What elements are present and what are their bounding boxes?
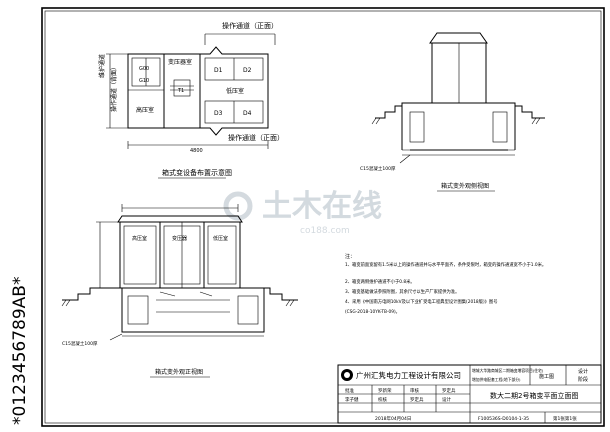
note-5: (CSG-2018-10YK-TB-09)。: [345, 309, 400, 315]
plan-left-label: 操作通道（背面）: [110, 64, 118, 112]
inner-frame: [44, 10, 602, 424]
svg-text:变压器: 变压器: [172, 235, 187, 242]
plan-bottom-label: 操作通道（正面）: [228, 133, 284, 142]
name-check: 罗定兵: [410, 396, 424, 403]
transformer-symbol: [173, 79, 191, 97]
notes-block: 注： 1、箱变前面宽留有1.5米以上的操作通道并与水平平面齐，条件受限时，箱变的…: [345, 253, 546, 315]
front-view: 高压室 变压器 低压室 C15混凝土100厚 箱式变外观正视图: [61, 204, 298, 378]
d3-label: D3: [214, 110, 223, 117]
name-designer: 李子健: [345, 396, 359, 403]
d2-label: D2: [243, 67, 252, 74]
svg-text:低压室: 低压室: [213, 235, 228, 242]
design-stage: 阶段: [578, 376, 588, 383]
plan-title: 箱式变设备布置示意图: [162, 168, 232, 177]
drawing-title: 数大二期2号箱变平面立面图: [490, 391, 578, 400]
d4-label: D4: [243, 110, 252, 117]
plan-dim-total: 4800: [190, 148, 203, 154]
transformer-room-label: 变压器室: [168, 58, 192, 66]
role-design: 设计: [442, 396, 451, 403]
front-foundation: [121, 287, 265, 333]
note-2: 2、箱变两侧维护通道不小于0.8米。: [345, 278, 415, 285]
side-title: 箱式变外观侧视图: [441, 182, 489, 190]
note-1: 1、箱变前面宽留有1.5米以上的操作通道并与水平平面齐，条件受限时，箱变的操作通…: [345, 261, 546, 268]
hv-room-label: 高压室: [136, 106, 154, 114]
project-line2: 增加供电配套工程(地下部分): [472, 377, 521, 382]
svg-text:高压室: 高压室: [132, 235, 147, 242]
note-3: 3、箱变基础做法参照附图，其余尺寸以生产厂家提供为准。: [345, 288, 459, 295]
plan-outline: [127, 46, 269, 136]
sheet-number: 第1张第1张: [553, 415, 577, 422]
front-body: [119, 221, 241, 289]
outer-frame: [41, 7, 605, 427]
design-label: 设计: [578, 368, 588, 375]
front-title: 箱式变外观正视图: [155, 368, 203, 376]
plan-view: 操作通道（正面） G00 G10 高压室 变压器室 T1 D1 D2 低压室 D…: [98, 21, 284, 179]
side-barcode-text: *0123456789AB*: [10, 277, 30, 425]
watermark-sub: co188.com: [300, 226, 350, 236]
role-check: 校核: [378, 396, 387, 403]
watermark-main: 土木在线: [262, 189, 382, 224]
d1-label: D1: [214, 67, 223, 74]
front-note: C15混凝土100厚: [62, 340, 98, 347]
plan-left-label-2: 维护通道: [98, 54, 106, 78]
project-line1: 增城大华路商城区二期箱变增容项目(住宅): [472, 368, 544, 373]
t1-label: T1: [177, 88, 184, 94]
side-note: C15混凝土100厚: [360, 165, 396, 172]
watermark: 土木在线 co188.com: [223, 189, 382, 236]
g2-label: G10: [139, 78, 149, 84]
title-block: 广州汇隽电力工程设计有限公司 增城大华路商城区二期箱变增容项目(住宅) 增加供电…: [337, 364, 602, 424]
name-review: 罗定兵: [442, 387, 456, 394]
name-approve: 罗新荣: [378, 387, 392, 394]
drawing-number: F100536S-D0104-1-35: [478, 416, 529, 422]
role-review: 审核: [410, 387, 419, 394]
lv-room-label: 低压室: [226, 87, 244, 95]
note-4: 4、采用《中国南方电网10kV及以下业扩受电工程典型设计图集(2018版)》图号: [345, 298, 498, 305]
role-approve: 批准: [345, 387, 354, 394]
g1-label: G00: [139, 66, 149, 72]
side-roof: [429, 32, 488, 44]
side-view: C15混凝土100厚 箱式变外观侧视图: [360, 32, 545, 192]
company-name: 广州汇隽电力工程设计有限公司: [356, 370, 461, 380]
plan-top-label: 操作通道（正面）: [222, 21, 278, 30]
stage-label: 施工图: [539, 373, 554, 380]
drawing-date: 2018年04月04日: [375, 415, 411, 422]
notes-heading: 注：: [345, 253, 355, 260]
